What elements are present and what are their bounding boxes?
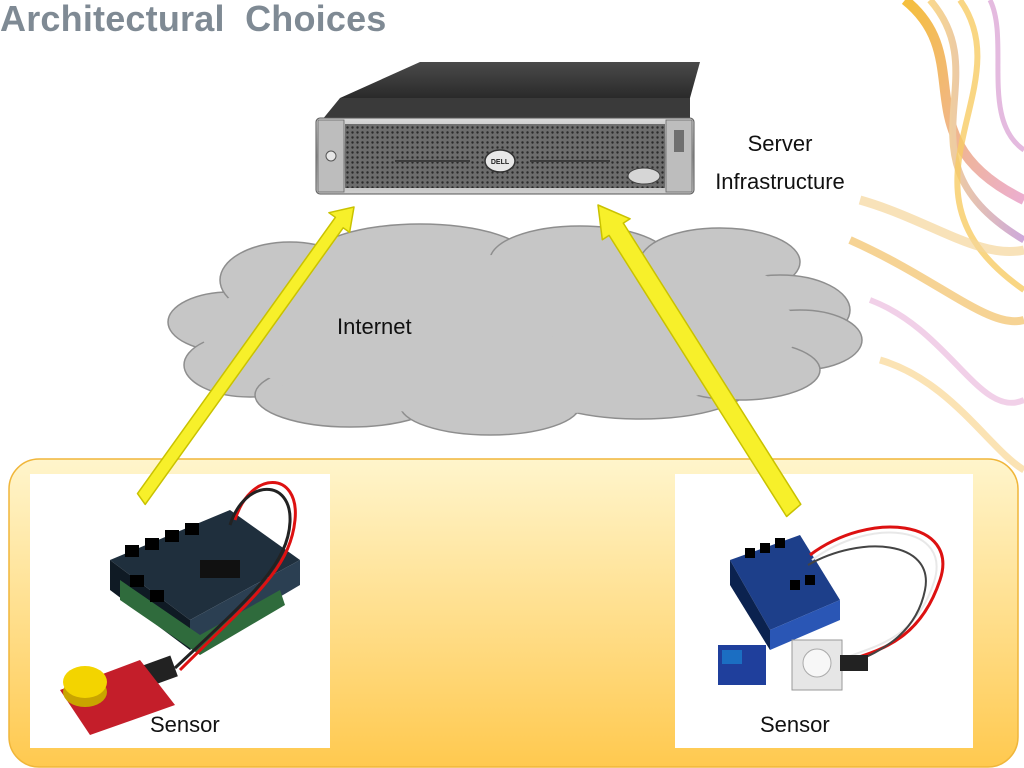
server-infrastructure-label: Server Infrastructure	[690, 125, 870, 201]
upload-arrow-right	[597, 204, 802, 518]
slide-title: Architectural Choices	[0, 0, 387, 39]
server-rack-picture: DELL	[315, 62, 700, 195]
sensor-label-right: Sensor	[760, 712, 830, 737]
sensor-photo-right	[675, 474, 973, 748]
upload-arrow-left	[136, 206, 355, 506]
sensor-photo-left	[30, 474, 330, 748]
internet-label: Internet	[337, 314, 412, 339]
server-label-line-1: Server	[747, 131, 813, 156]
svg-text:DELL: DELL	[491, 159, 510, 166]
decorative-swirl	[848, 0, 1024, 474]
internet-cloud	[167, 223, 863, 436]
sensor-label-left: Sensor	[150, 712, 220, 737]
server-label-line-2: Infrastructure	[715, 169, 845, 194]
